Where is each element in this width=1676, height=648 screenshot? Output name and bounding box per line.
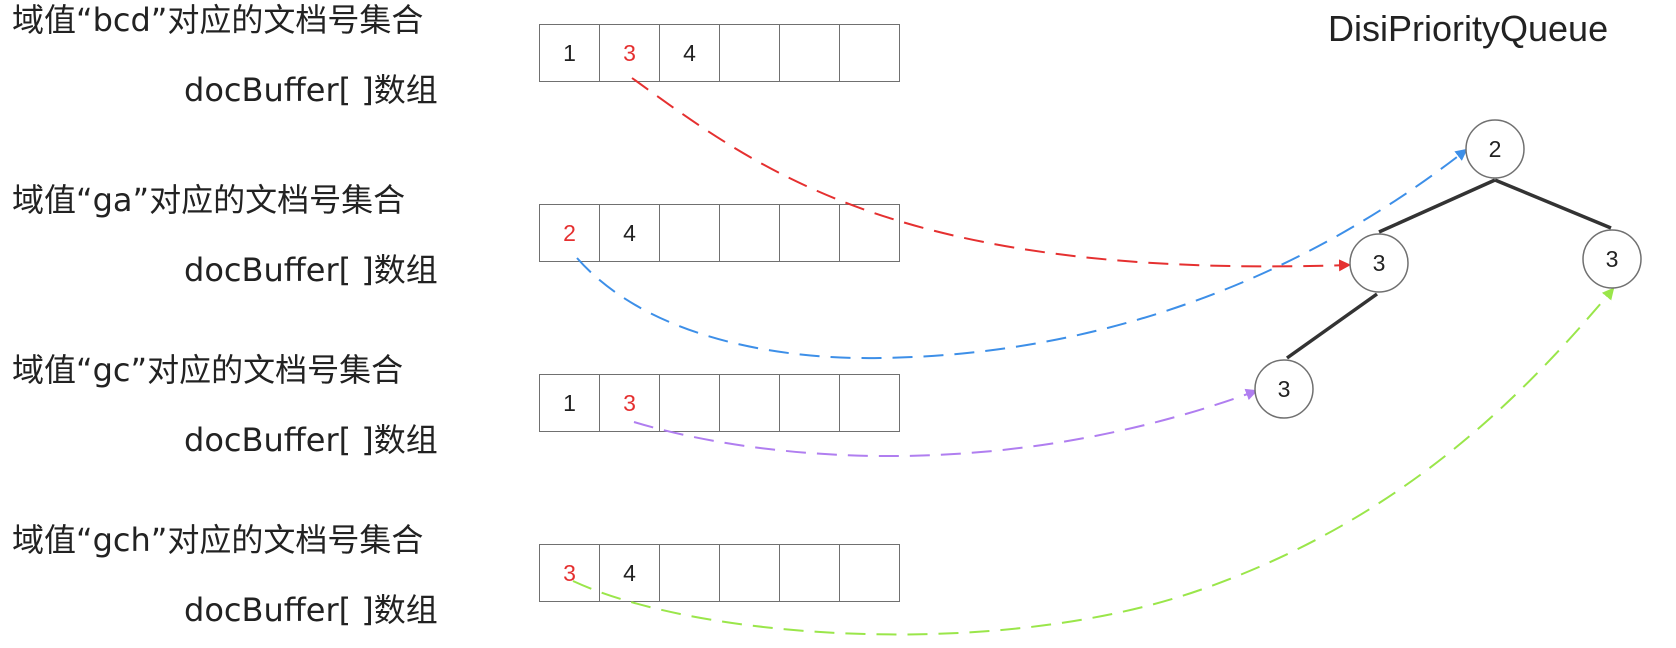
doc-buffer-array-ga: 2 4 xyxy=(539,204,900,262)
heap-edge-root-right xyxy=(1494,178,1612,230)
arrow-bcd-to-left-node xyxy=(631,77,1351,272)
heap-node-right: 3 xyxy=(1582,229,1642,289)
heap-edge-root-left xyxy=(1378,178,1496,234)
group-heading-gc: 域值“gc”对应的文档号集合 xyxy=(12,351,404,389)
heap-node-value: 3 xyxy=(1278,376,1291,402)
array-cell-empty xyxy=(839,374,900,432)
heap-node-left: 3 xyxy=(1349,233,1409,293)
heap-node-left-left: 3 xyxy=(1254,359,1314,419)
doc-buffer-array-gc: 1 3 xyxy=(539,374,900,432)
group-sublabel-ga: docBuffer[ ]数组 xyxy=(184,251,438,289)
doc-buffer-array-gch: 3 4 xyxy=(539,544,900,602)
heap-node-value: 3 xyxy=(1606,246,1619,272)
heap-node-value: 3 xyxy=(1373,250,1386,276)
group-sublabel-bcd: docBuffer[ ]数组 xyxy=(184,71,438,109)
group-sublabel-gch: docBuffer[ ]数组 xyxy=(184,591,438,629)
arrow-ga-to-root-node xyxy=(576,148,1468,360)
diagram-title: DisiPriorityQueue xyxy=(1328,8,1609,49)
arrow-gc-to-leftleft-node xyxy=(633,388,1258,457)
group-heading-ga: 域值“ga”对应的文档号集合 xyxy=(12,181,406,219)
group-heading-gch: 域值“gch”对应的文档号集合 xyxy=(12,521,424,559)
array-cell-empty xyxy=(839,544,900,602)
arrow-gch-to-right-node xyxy=(572,287,1615,636)
heap-node-root: 2 xyxy=(1465,119,1525,179)
heap-node-value: 2 xyxy=(1489,136,1502,162)
array-cell-empty xyxy=(839,204,900,262)
group-sublabel-gc: docBuffer[ ]数组 xyxy=(184,421,438,459)
doc-buffer-array-bcd: 1 3 4 xyxy=(539,24,900,82)
heap-edge-left-leftleft xyxy=(1285,292,1379,360)
array-cell-empty xyxy=(839,24,900,82)
group-heading-bcd: 域值“bcd”对应的文档号集合 xyxy=(12,1,424,39)
